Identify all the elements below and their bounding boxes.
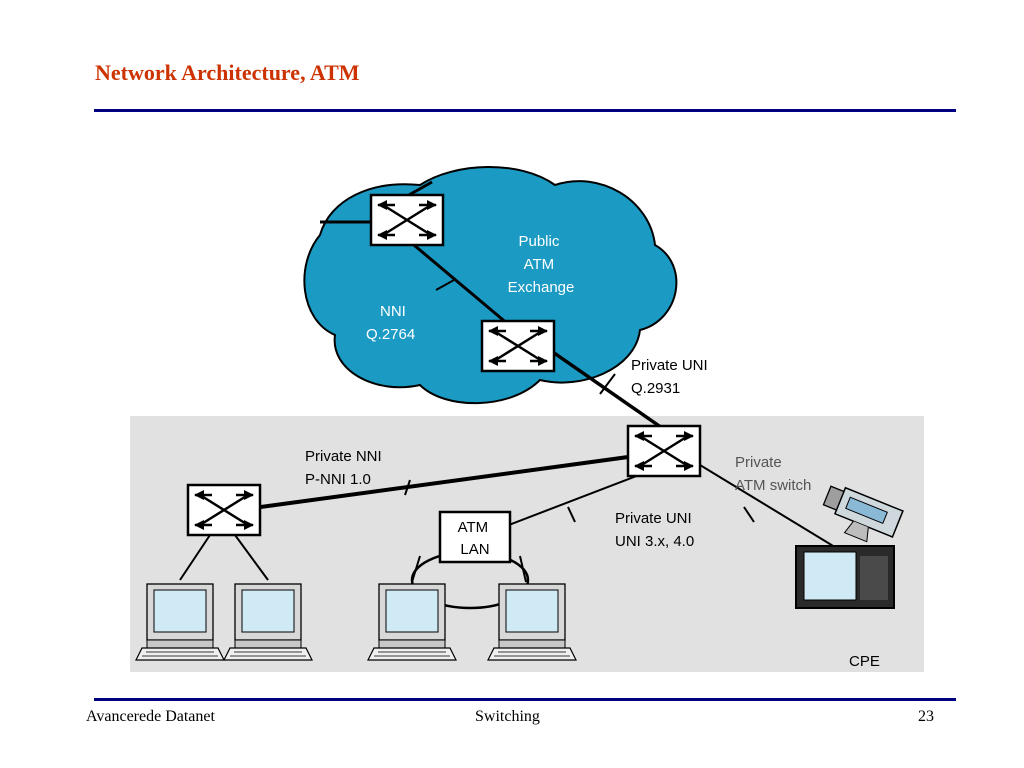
cpe-label: CPE	[849, 653, 880, 670]
workstation-icon	[223, 583, 313, 661]
slide-title: Network Architecture, ATM	[95, 60, 360, 85]
workstation-icon	[367, 583, 457, 661]
atm-switch-icon	[369, 193, 445, 247]
workstation-icon	[487, 583, 577, 661]
private-uni-3x-label: Private UNI UNI 3.x, 4.0	[615, 510, 696, 550]
workstation-icon	[135, 583, 225, 661]
interface-ticks	[404, 279, 755, 523]
atm-switch-icon	[186, 483, 262, 537]
tv-monitor-icon	[795, 545, 895, 609]
footer-topic: Switching	[475, 708, 540, 725]
private-uni-q2931-label: Private UNI Q.2931	[631, 357, 712, 397]
page-number: 23	[918, 708, 934, 725]
title-rule	[94, 109, 956, 112]
atm-lan-box	[438, 510, 512, 564]
private-uni-link	[546, 346, 666, 432]
nni-label: NNI Q.2764	[366, 303, 415, 343]
atm-switch-icon	[480, 319, 556, 373]
public-atm-exchange-label: Public ATM Exchange	[508, 233, 575, 296]
nni-link	[407, 238, 516, 332]
video-camera-icon	[822, 485, 904, 543]
footer-course: Avancerede Datanet	[86, 708, 215, 725]
cpe-link	[699, 464, 849, 556]
atm-lan-label: ATM LAN	[458, 519, 493, 558]
footer-rule	[94, 698, 956, 701]
private-atm-switch-label: Private ATM switch	[735, 454, 811, 494]
switch-to-pc-links	[179, 534, 269, 581]
atm-switch-icon	[626, 424, 702, 478]
private-nni-label: Private NNI P-NNI 1.0	[305, 448, 386, 488]
private-nni-link	[223, 450, 666, 514]
